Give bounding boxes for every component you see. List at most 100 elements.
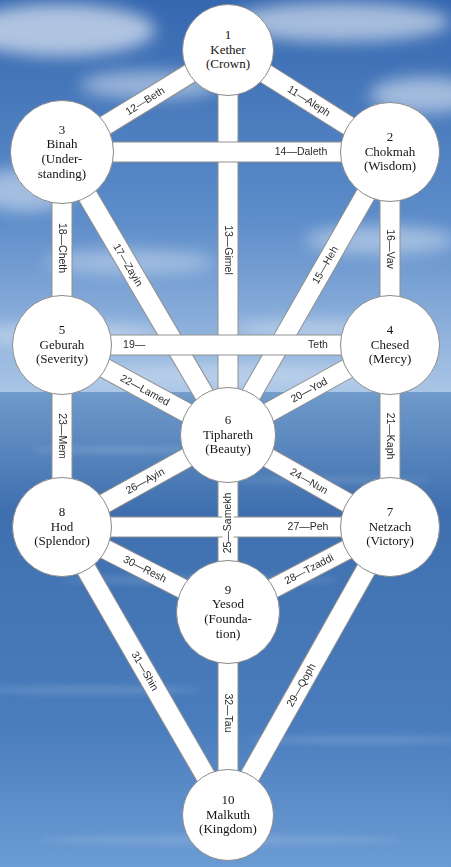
- path-label: 13—Gimel: [222, 224, 233, 276]
- sephirah-circle: 7Netzach(Victory): [340, 477, 440, 577]
- sephirah-number: 10: [199, 793, 257, 808]
- path-connector: [267, 457, 349, 504]
- sephirah-circle: 5Geburah(Severity): [12, 295, 112, 395]
- band-outline: [51, 201, 72, 298]
- sephirah-meaning: (Kingdom): [199, 822, 257, 837]
- path-connector: [103, 367, 188, 413]
- sephirah-number: 1: [206, 28, 250, 43]
- sephirah-text: 1Kether(Crown): [206, 28, 250, 72]
- path-connector: [104, 548, 184, 589]
- path-label: Teth: [307, 339, 329, 350]
- path-connector: [104, 73, 191, 127]
- path-connector: [52, 201, 71, 298]
- sephirah-name: Chesed: [369, 338, 412, 353]
- sephirah-circle: 3Binah(Under- standing): [10, 100, 114, 204]
- sephirah-circle: 8Hod(Splendor): [12, 477, 112, 577]
- path-label: 18—Cheth: [56, 222, 67, 274]
- path-label: 16—Vav: [384, 228, 395, 270]
- sephirah-meaning: (Victory): [366, 534, 414, 549]
- path-connector: [272, 549, 349, 589]
- sephirah-number: 7: [366, 505, 414, 520]
- path-band: [264, 73, 350, 127]
- path-connector: [264, 73, 350, 127]
- path-band: [103, 457, 189, 504]
- sephirah-number: 9: [191, 583, 265, 598]
- band-outline: [380, 199, 401, 298]
- path-label: 21—Kaph: [384, 412, 395, 461]
- sephirah-meaning: (Crown): [206, 57, 250, 72]
- sephirah-circle: 1Kether(Crown): [182, 4, 274, 96]
- sephirah-name: Netzach: [366, 520, 414, 535]
- sephirah-text: 10Malkuth(Kingdom): [199, 793, 257, 837]
- sephirah-name: Geburah: [36, 338, 88, 353]
- band-outline: [52, 392, 73, 480]
- sephirah-name: Binah: [25, 137, 99, 152]
- path-label: 25—Samekh: [222, 492, 233, 555]
- band-outline: [111, 141, 343, 162]
- band-outline: [104, 548, 184, 589]
- path-connector: [103, 457, 189, 504]
- sephirah-text: 3Binah(Under- standing): [25, 123, 99, 182]
- sephirah-meaning: (Founda- tion): [191, 612, 265, 641]
- band-outline: [103, 457, 189, 504]
- cloud: [0, 4, 155, 56]
- sephirah-text: 7Netzach(Victory): [366, 505, 414, 549]
- sephirah-number: 8: [34, 505, 90, 520]
- sephirah-number: 6: [203, 413, 253, 428]
- sephirah-name: Hod: [34, 520, 90, 535]
- sephirah-number: 5: [36, 323, 88, 338]
- sephirah-name: Malkuth: [199, 808, 257, 823]
- glint: [0, 686, 200, 694]
- band-outline: [217, 661, 238, 772]
- sephirah-meaning: (Mercy): [369, 352, 412, 367]
- sephirah-text: 4Chesed(Mercy): [369, 323, 412, 367]
- sephirah-meaning: (Beauty): [203, 442, 253, 457]
- path-band: [104, 548, 184, 589]
- sephirah-name: Chokmah: [364, 145, 416, 160]
- path-connector: [381, 392, 400, 480]
- sephirah-number: 2: [364, 130, 416, 145]
- sephirah-text: 2Chokmah(Wisdom): [364, 130, 416, 174]
- sephirah-circle: 9Yesod(Founda- tion): [176, 560, 280, 664]
- sephirah-circle: 4Chesed(Mercy): [340, 295, 440, 395]
- sephirah-text: 6Tiphareth(Beauty): [203, 413, 253, 457]
- sephirah-text: 8Hod(Splendor): [34, 505, 90, 549]
- band-outline: [104, 73, 191, 127]
- sephirah-number: 3: [25, 123, 99, 138]
- sephirah-text: 5Geburah(Severity): [36, 323, 88, 367]
- sephirah-number: 4: [369, 323, 412, 338]
- band-outline: [264, 73, 350, 127]
- sephirah-meaning: (Splendor): [34, 534, 90, 549]
- band-outline: [103, 367, 188, 413]
- sephirah-name: Kether: [206, 43, 250, 58]
- sephirah-meaning: (Severity): [36, 352, 88, 367]
- sephirah-meaning: (Under- standing): [25, 152, 99, 181]
- path-connector: [53, 392, 72, 480]
- path-connector: [109, 336, 343, 355]
- path-band: [267, 457, 349, 504]
- path-band: [272, 549, 349, 589]
- band-outline: [272, 549, 349, 589]
- sephirah-circle: 10Malkuth(Kingdom): [182, 769, 274, 861]
- path-band: [104, 73, 191, 127]
- path-label: 27—Peh: [287, 521, 330, 532]
- path-label: 14—Daleth: [274, 146, 329, 157]
- sephirah-circle: 6Tiphareth(Beauty): [180, 387, 276, 483]
- band-outline: [109, 335, 343, 356]
- band-outline: [267, 457, 349, 504]
- path-connector: [381, 199, 400, 298]
- path-connector: [218, 661, 237, 772]
- path-band: [103, 367, 188, 413]
- sephirah-text: 9Yesod(Founda- tion): [191, 583, 265, 642]
- path-label: 32—Tau: [222, 693, 233, 734]
- path-label: 19—: [122, 339, 146, 350]
- band-outline: [267, 368, 349, 413]
- path-label: 23—Mem: [56, 412, 67, 460]
- band-outline: [380, 392, 401, 480]
- path-connector: [111, 142, 343, 161]
- sephirah-name: Yesod: [191, 597, 265, 612]
- sephirah-meaning: (Wisdom): [364, 159, 416, 174]
- path-connector: [267, 368, 349, 413]
- sephirah-name: Tiphareth: [203, 428, 253, 443]
